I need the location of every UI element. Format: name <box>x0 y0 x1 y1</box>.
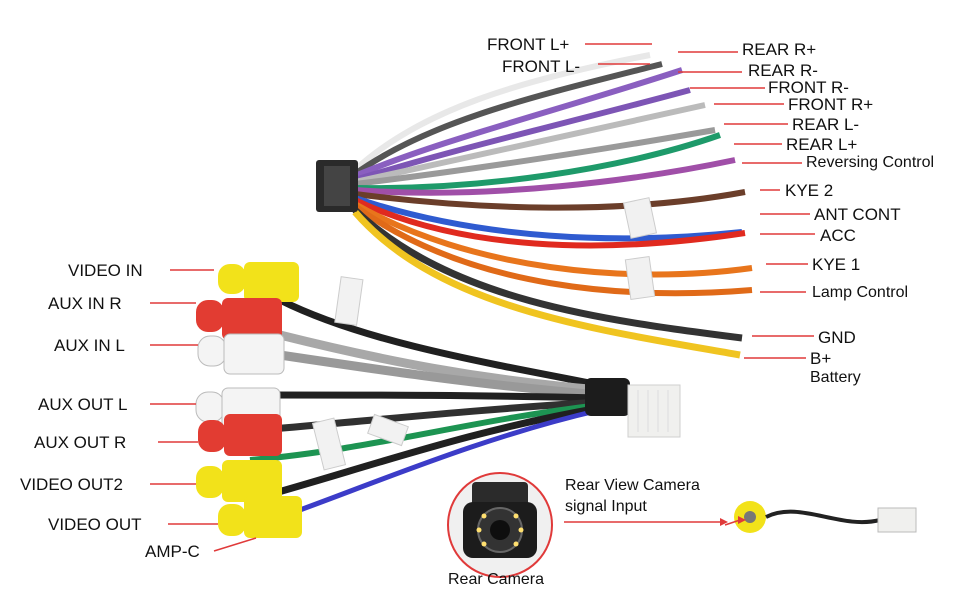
label-aux-out-l: AUX OUT L <box>38 395 128 414</box>
label-video-in: VIDEO IN <box>68 261 143 280</box>
label-b-plus: B+ <box>810 349 832 368</box>
label-front-r-plus: FRONT R+ <box>788 95 874 114</box>
label-video-out2: VIDEO OUT2 <box>20 475 123 494</box>
label-kye-1: KYE 1 <box>812 255 861 274</box>
label-front-r-minus: FRONT R- <box>768 78 849 97</box>
label-aux-in-l: AUX IN L <box>54 336 125 355</box>
label-video-out: VIDEO OUT <box>48 515 142 534</box>
label-signal-line1: Rear View Camera <box>565 477 700 494</box>
rca-video-out <box>218 496 302 538</box>
label-battery: Battery <box>810 369 861 386</box>
label-signal-line2: signal Input <box>565 498 647 515</box>
label-aux-out-r: AUX OUT R <box>34 433 127 452</box>
label-reversing-control: Reversing Control <box>806 154 935 171</box>
rca-aux-in-l <box>197 333 285 375</box>
label-kye-2: KYE 2 <box>785 181 834 200</box>
rca-aux-out-r <box>198 414 282 456</box>
rca-video-out2 <box>196 460 282 502</box>
label-front-l-minus: FRONT L- <box>502 57 581 76</box>
label-amp-c: AMP-C <box>145 542 200 561</box>
label-gnd: GND <box>818 328 856 347</box>
label-rear-r-minus: REAR R- <box>748 61 818 80</box>
label-aux-in-r: AUX IN R <box>48 294 122 313</box>
label-front-l-plus: FRONT L+ <box>487 35 570 54</box>
rca-harness <box>195 262 681 538</box>
rca-video-in <box>218 262 299 302</box>
label-rear-l-plus: REAR L+ <box>786 135 858 154</box>
power-speaker-harness <box>316 52 753 359</box>
label-lamp-control: Lamp Control <box>812 284 909 301</box>
label-rear-camera: Rear Camera <box>448 571 545 588</box>
camera-cable-inset <box>724 501 917 533</box>
label-ant-cont: ANT CONT <box>814 205 901 224</box>
label-rear-l-minus: REAR L- <box>792 115 860 134</box>
pointer-lines <box>150 43 815 552</box>
label-rear-r-plus: REAR R+ <box>742 40 817 59</box>
rca-aux-in-r <box>196 298 282 340</box>
label-acc: ACC <box>820 226 856 245</box>
rear-camera-inset <box>447 472 553 578</box>
